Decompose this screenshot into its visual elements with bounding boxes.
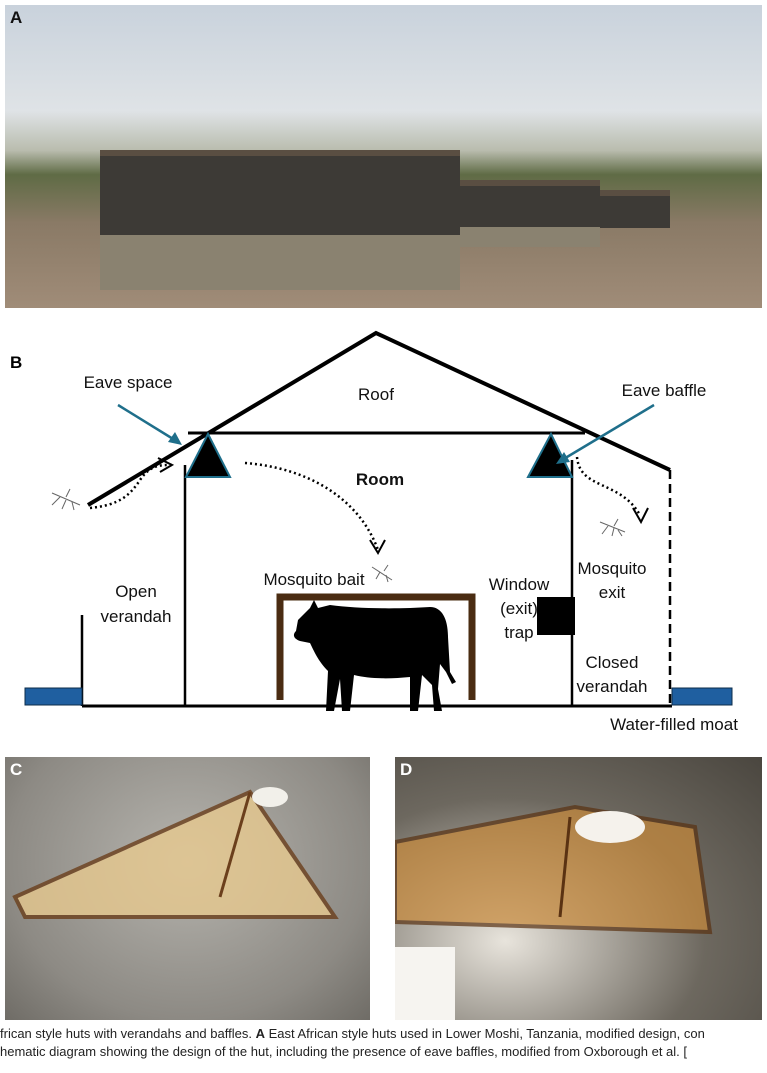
label-mosquito-exit: exit [599, 583, 626, 602]
figure-caption-line-1: frican style huts with verandahs and baf… [0, 1026, 705, 1041]
arrowhead-icon [168, 432, 182, 445]
moat-left [24, 687, 83, 706]
arrowhead-icon [632, 507, 649, 525]
caption-text: East African style huts used in Lower Mo… [264, 1026, 705, 1041]
label-moat: Water-filled moat [610, 715, 738, 734]
eave-baffle-arrow [561, 403, 655, 462]
label-window-trap: trap [504, 623, 533, 642]
photo-panel-c [5, 757, 370, 1020]
label-roof: Roof [358, 385, 394, 404]
caption-panel-ref: A [255, 1026, 265, 1041]
panel-label-d: D [400, 760, 413, 779]
hut-2-base [460, 227, 600, 247]
photo-panel-a [5, 5, 762, 308]
mosquito-icon [599, 518, 626, 537]
hut-1-base [100, 235, 460, 290]
label-eave-space: Eave space [84, 373, 173, 392]
mosquito-path-entry [89, 463, 173, 510]
label-closed-verandah: verandah [577, 677, 648, 696]
moat-right [671, 687, 733, 706]
photo-panel-d [395, 757, 762, 1020]
label-mosquito-exit: Mosquito [578, 559, 647, 578]
mosquito-icon [371, 564, 393, 583]
hut-3 [600, 190, 670, 228]
hut-diagram: B Eave space Roof Eave baffle Room Open … [10, 330, 738, 734]
eave-baffle-left [184, 431, 232, 478]
arrowhead-icon [556, 452, 570, 464]
label-open-verandah: Open [115, 582, 157, 601]
label-eave-baffle: Eave baffle [622, 381, 707, 400]
panel-label-c: C [10, 760, 23, 779]
caption-text: frican style huts with verandahs and baf… [0, 1026, 256, 1041]
figure-caption-line-2: hematic diagram showing the design of th… [0, 1044, 688, 1059]
eave-baffle-photo-c [12, 787, 339, 919]
window-exit-trap [537, 597, 575, 635]
mosquito-icon [51, 488, 81, 511]
cow-silhouette [293, 600, 456, 711]
label-open-verandah: verandah [101, 607, 172, 626]
label-window-trap: (exit) [500, 599, 538, 618]
hut-1 [100, 150, 460, 246]
label-room: Room [356, 470, 404, 489]
bait-frame [276, 593, 476, 700]
panel-label-b: B [10, 353, 22, 372]
label-window-trap: Window [489, 575, 550, 594]
label-closed-verandah: Closed [586, 653, 639, 672]
panel-label-a: A [10, 8, 23, 27]
roof-line [86, 330, 671, 507]
label-mosquito-bait: Mosquito bait [263, 570, 364, 589]
arrowhead-icon [157, 457, 175, 473]
eave-space-arrow [117, 403, 179, 444]
eave-baffle-photo-d [395, 804, 713, 1020]
mosquito-path-exit [575, 456, 642, 516]
eave-baffle-right [526, 431, 574, 478]
arrowhead-icon [369, 539, 386, 556]
hut-2 [460, 180, 600, 236]
